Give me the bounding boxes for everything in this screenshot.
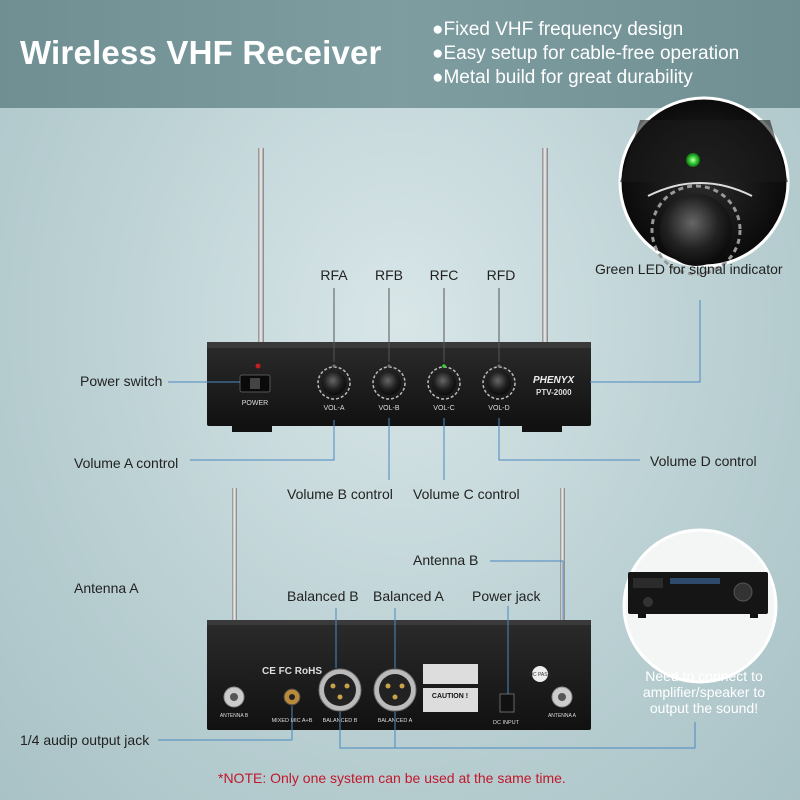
callout-antenna-b: Antenna B — [413, 552, 479, 568]
callout-volume-c: Volume C control — [413, 486, 520, 502]
callout-green-led: Green LED for signal indicator — [595, 261, 783, 277]
callout-volume-b: Volume B control — [287, 486, 393, 502]
svg-text:CAUTION !: CAUTION ! — [432, 693, 468, 700]
knob-vol-b — [372, 364, 406, 400]
header-banner — [0, 0, 800, 108]
footnote: *NOTE: Only one system can be used at th… — [218, 770, 566, 786]
antenna-left-rod — [258, 148, 264, 346]
callout-antenna-a: Antenna A — [74, 580, 139, 596]
feature-item: ●Metal build for great durability — [432, 67, 693, 88]
front-receiver: POWER VOL-A VOL-B VOL-C VOL-D PHENYX PTV… — [207, 148, 591, 432]
knob-vol-c — [427, 364, 461, 400]
svg-text:DC INPUT: DC INPUT — [493, 720, 520, 726]
cert-marks: CE FC RoHS — [262, 666, 322, 677]
feature-item: ●Easy setup for cable-free operation — [432, 43, 740, 64]
dc-jack — [499, 693, 515, 713]
power-led — [255, 363, 261, 369]
feature-item: ●Fixed VHF frequency design — [432, 19, 684, 40]
amplifier-inset — [622, 528, 778, 684]
rf-label-b: RFB — [375, 267, 403, 283]
knob-label-d: VOL-D — [488, 405, 509, 412]
callout-power-switch: Power switch — [80, 373, 163, 389]
svg-text:QC PASS: QC PASS — [529, 672, 552, 678]
callout-balanced-a: Balanced A — [373, 588, 444, 604]
callout-output-jack: 1/4 audip output jack — [20, 732, 150, 748]
xlr-balanced-a — [373, 668, 417, 712]
green-led — [686, 153, 700, 167]
rear-receiver: ANTENNA B ANTENNA A CE FC RoHS MIXED MIC… — [207, 488, 591, 730]
callout-volume-d: Volume D control — [650, 453, 757, 469]
page-title: Wireless VHF Receiver — [20, 34, 382, 71]
callout-power-jack: Power jack — [472, 588, 541, 604]
callout-volume-a: Volume A control — [74, 455, 179, 471]
svg-text:ANTENNA A: ANTENNA A — [548, 713, 577, 719]
rf-label-c: RFC — [430, 267, 459, 283]
feature-list: ●Fixed VHF frequency design ●Easy setup … — [432, 18, 739, 90]
knob-label-c: VOL-C — [433, 405, 454, 412]
brand-logo: PHENYX — [533, 375, 575, 386]
callout-balanced-b: Balanced B — [287, 588, 359, 604]
knob-label-a: VOL-A — [323, 405, 344, 412]
rf-label-d: RFD — [487, 267, 516, 283]
amplifier-note: Need to connect to amplifier/speaker to … — [642, 668, 766, 716]
knob-vol-d — [482, 364, 516, 400]
xlr-balanced-b — [318, 668, 362, 712]
power-text: POWER — [242, 400, 268, 407]
svg-text:ANTENNA B: ANTENNA B — [220, 713, 249, 719]
rear-antenna-a — [232, 488, 237, 684]
knob-label-b: VOL-B — [378, 405, 399, 412]
led-zoom-inset — [618, 96, 790, 276]
model-number: PTV-2000 — [536, 388, 572, 397]
antenna-right-rod — [542, 148, 548, 346]
knob-vol-a — [317, 364, 351, 400]
rf-label-a: RFA — [320, 267, 348, 283]
